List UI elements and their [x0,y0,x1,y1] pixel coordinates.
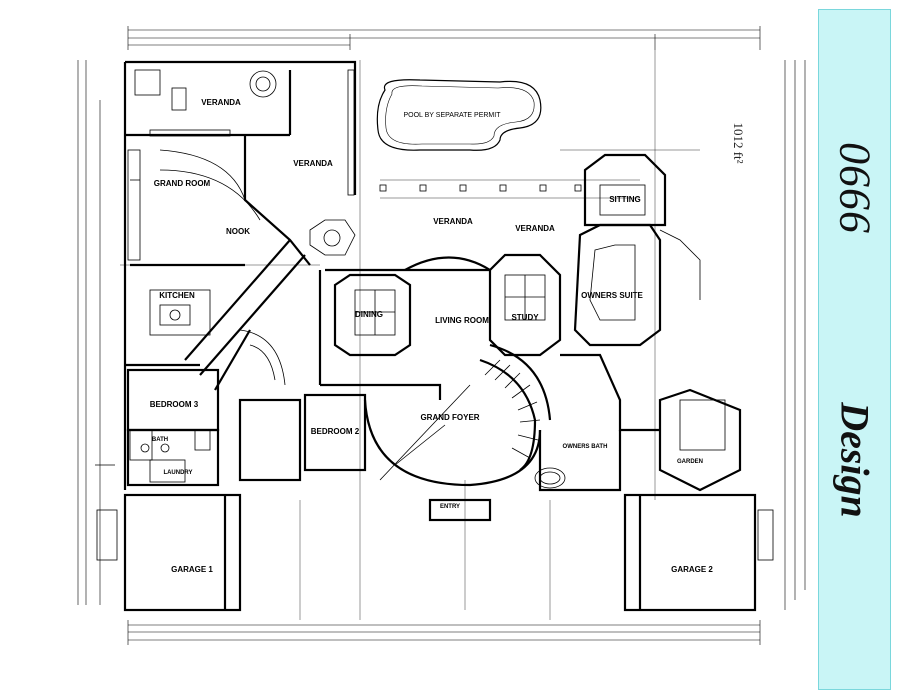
garage2-label: GARAGE 2 [671,565,713,574]
study-label: STUDY [511,313,539,322]
laundry-label: LAUNDRY [163,470,192,476]
bedroom2-label: BEDROOM 2 [311,427,360,436]
owners-suite-label: OWNERS SUITE [581,291,643,300]
veranda-top-label: VERANDA [201,98,241,107]
veranda-mid-label: VERANDA [293,159,333,168]
title-sidebar: 0666 Design [818,9,891,690]
garage1-label: GARAGE 1 [171,565,213,574]
pool-note-label: POOL BY SEPARATE PERMIT [404,112,502,119]
living-room-label: LIVING ROOM [435,316,489,325]
pool-outline [376,79,542,151]
sitting-label: SITTING [609,195,641,204]
grand-room-label: GRAND ROOM [154,179,211,188]
bedroom3-label: BEDROOM 3 [150,400,199,409]
designer-script-text: Design [832,402,878,518]
grand-foyer-label: GRAND FOYER [420,413,479,422]
veranda-right-label: VERANDA [515,224,555,233]
kitchen-label: KITCHEN [159,291,195,300]
bath-label: BATH [152,437,168,443]
garden-label: GARDEN [677,459,703,465]
entry-label: ENTRY [440,504,460,510]
nook-label: NOOK [226,227,250,236]
dining-label: DINING [355,310,383,319]
owners-bath-label: OWNERS BATH [563,444,608,450]
floor-plan-drawing: VERANDA VERANDA VERANDA VERANDA GRAND RO… [77,26,806,645]
plan-number: 0666 [830,142,880,234]
veranda-center-label: VERANDA [433,217,473,226]
square-footage-note: 1012 ft² [731,122,746,164]
